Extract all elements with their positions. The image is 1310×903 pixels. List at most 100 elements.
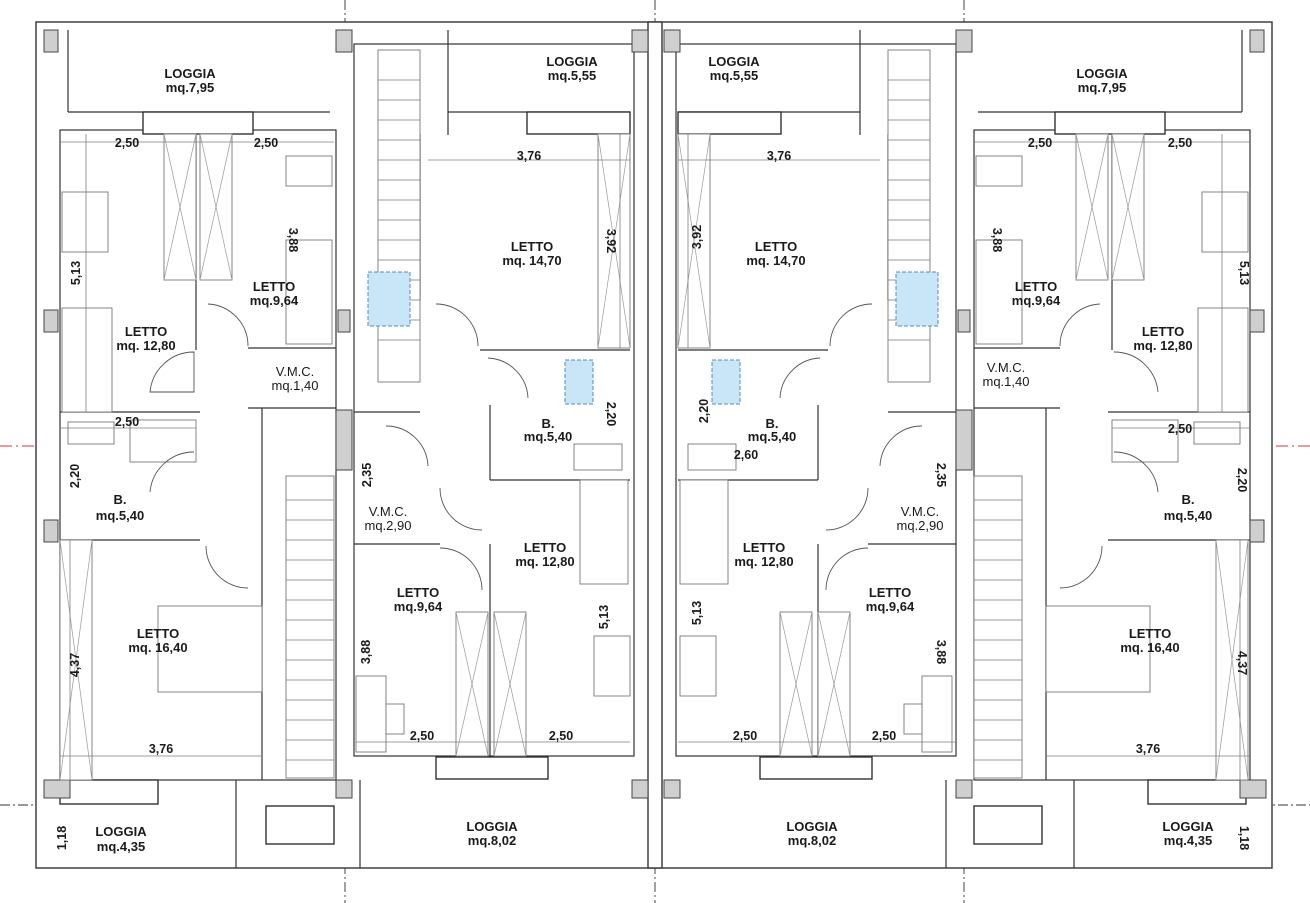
room-name: LOGGIA [95,824,147,839]
room-name: V.M.C. [901,504,940,519]
dimension-label: 2,50 [254,136,278,150]
room-name: LETTO [743,540,785,555]
dimension-label: 2,50 [1168,422,1192,436]
room-name: LETTO [755,239,797,254]
room-area: mq.5,55 [548,68,596,83]
room-name: LOGGIA [786,819,838,834]
wardrobes [59,133,1249,781]
room-area: mq.4,35 [1164,833,1212,848]
room-area: mq.8,02 [788,833,836,848]
room-area: mq.8,02 [468,833,516,848]
room-area: mq. 12,80 [116,338,175,353]
room-name: V.M.C. [369,504,408,519]
dimension-label: 2,50 [1028,136,1052,150]
dimension-label: 3,88 [934,640,948,664]
dimension-label: 1,18 [1237,826,1251,850]
room-name: LETTO [524,540,566,555]
room-name: LOGGIA [708,54,760,69]
room-area: mq.7,95 [166,80,214,95]
room-area: mq.9,64 [250,293,299,308]
room-name: LETTO [869,585,911,600]
dimension-label: 2,35 [360,463,374,487]
room-area: mq. 14,70 [746,253,805,268]
dimension-label: 3,92 [604,229,618,253]
room-name: LETTO [1142,324,1184,339]
staircase-left-bottom [285,475,335,779]
room-area: mq.9,64 [394,599,443,614]
room-name: LETTO [1129,626,1171,641]
room-name: LOGGIA [466,819,518,834]
room-area: mq. 12,80 [734,554,793,569]
room-name: LOGGIA [546,54,598,69]
dimension-label: 2,20 [604,402,618,426]
dimension-label: 2,50 [115,415,139,429]
dimension-label: 3,88 [990,228,1004,252]
room-area: mq.1,40 [983,374,1030,389]
dimension-label: 3,76 [767,149,791,163]
room-area: mq.5,40 [1164,508,1212,523]
dimension-label: 3,76 [149,742,173,756]
room-area: mq.1,40 [272,378,319,393]
room-name: V.M.C. [987,360,1026,375]
room-area: mq.9,64 [866,599,915,614]
room-area: mq. 12,80 [515,554,574,569]
room-name: LETTO [397,585,439,600]
room-name: LETTO [125,324,167,339]
dimension-label: 2,50 [872,729,896,743]
furniture [61,155,1249,753]
room-area: mq.5,40 [748,429,796,444]
room-name: LOGGIA [1076,66,1128,81]
skylights [367,271,939,405]
room-name: LETTO [1015,279,1057,294]
room-name: LOGGIA [1162,819,1214,834]
staircase-left-top [377,49,421,383]
room-labels: LOGGIA mq.7,95 LOGGIA mq.5,55 LOGGIA mq.… [95,54,1214,854]
dimension-label: 2,50 [733,729,757,743]
dimension-label: 1,18 [55,826,69,850]
staircase-right-top [887,49,931,383]
door-swings [149,303,1159,591]
dimension-label: 5,13 [1237,261,1251,285]
dimension-label: 3,88 [286,228,300,252]
dimension-label: 2,20 [697,399,711,423]
room-area: mq. 12,80 [1133,338,1192,353]
dimension-label: 2,50 [549,729,573,743]
room-area: mq. 14,70 [502,253,561,268]
walls [35,21,1273,869]
dimension-label: 3,88 [359,640,373,664]
dimension-label: 3,92 [690,225,704,249]
dimension-label: 5,13 [69,261,83,285]
staircase-right-bottom [973,475,1023,779]
room-name: V.M.C. [276,364,315,379]
dimension-label: 5,13 [690,601,704,625]
dimension-labels: 2,50 2,50 3,76 3,76 2,50 2,50 5,13 3,88 … [55,136,1251,850]
room-area: mq. 16,40 [1120,640,1179,655]
room-name: LETTO [253,279,295,294]
room-name: B. [114,492,127,507]
room-name: B. [542,416,555,431]
room-area: mq.9,64 [1012,293,1061,308]
room-area: mq.4,35 [97,839,145,854]
dimension-label: 2,20 [1235,468,1249,492]
room-name: LETTO [511,239,553,254]
dimension-label: 3,76 [517,149,541,163]
columns [43,29,1267,799]
dimension-label: 2,20 [68,464,82,488]
dimension-lines [60,134,1250,780]
room-area: mq.7,95 [1078,80,1126,95]
dimension-label: 2,50 [410,729,434,743]
room-name: B. [1182,492,1195,507]
dimension-label: 4,37 [68,653,82,677]
dimension-label: 2,60 [734,448,758,462]
dimension-label: 5,13 [597,605,611,629]
dimension-label: 3,76 [1136,742,1160,756]
room-area: mq.5,55 [710,68,758,83]
dimension-label: 2,35 [934,463,948,487]
dimension-label: 2,50 [1168,136,1192,150]
room-name: LETTO [137,626,179,641]
dimension-label: 4,37 [1235,651,1249,675]
room-name: LOGGIA [164,66,216,81]
dimension-label: 2,50 [115,136,139,150]
room-area: mq. 16,40 [128,640,187,655]
